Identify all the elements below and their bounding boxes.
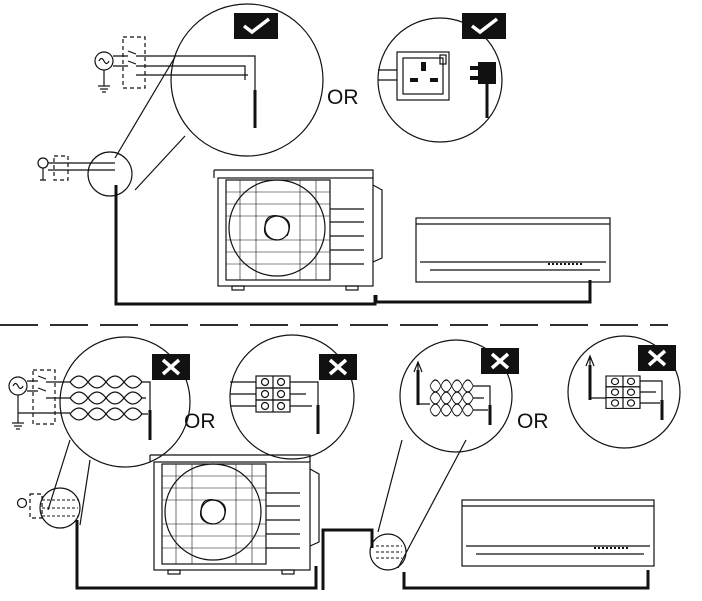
ac-source-icon (94, 51, 114, 71)
check-mark-icon (462, 13, 506, 39)
outdoor-unit-bottom (149, 454, 320, 575)
supply-wires-top (113, 50, 256, 120)
wall-socket (378, 51, 450, 101)
magnifier-circle-incorrect-1 (59, 336, 191, 468)
power-cable-bottom (75, 520, 318, 590)
ac-source-icon-small (37, 157, 49, 169)
magnifier-circle-correct-1 (170, 3, 324, 157)
cross-mark-icon (319, 354, 357, 380)
ground-icon (11, 395, 25, 430)
or-label-bottom-left: OR (184, 410, 216, 433)
indoor-unit-bottom (461, 499, 655, 567)
magnifier-circle-incorrect-3 (399, 339, 513, 453)
magnifier-circle-incorrect-4 (567, 335, 681, 449)
or-label-bottom-right: OR (517, 410, 549, 433)
check-mark-icon (234, 13, 278, 39)
plug (470, 62, 496, 118)
ac-source-icon (8, 376, 28, 396)
magnifier-circle-small-top (87, 151, 133, 197)
cross-mark-icon (481, 348, 519, 374)
cross-mark-icon (638, 345, 676, 371)
magnifier-circle-incorrect-2 (229, 334, 355, 460)
outdoor-unit-top (213, 169, 383, 291)
or-label-top: OR (327, 86, 359, 109)
indoor-unit-top (415, 217, 611, 283)
breaker-switch-box (122, 36, 146, 89)
ground-icon (97, 70, 111, 93)
cross-mark-icon (152, 354, 190, 380)
magnifier-circle-small-bottom-left (39, 487, 81, 529)
